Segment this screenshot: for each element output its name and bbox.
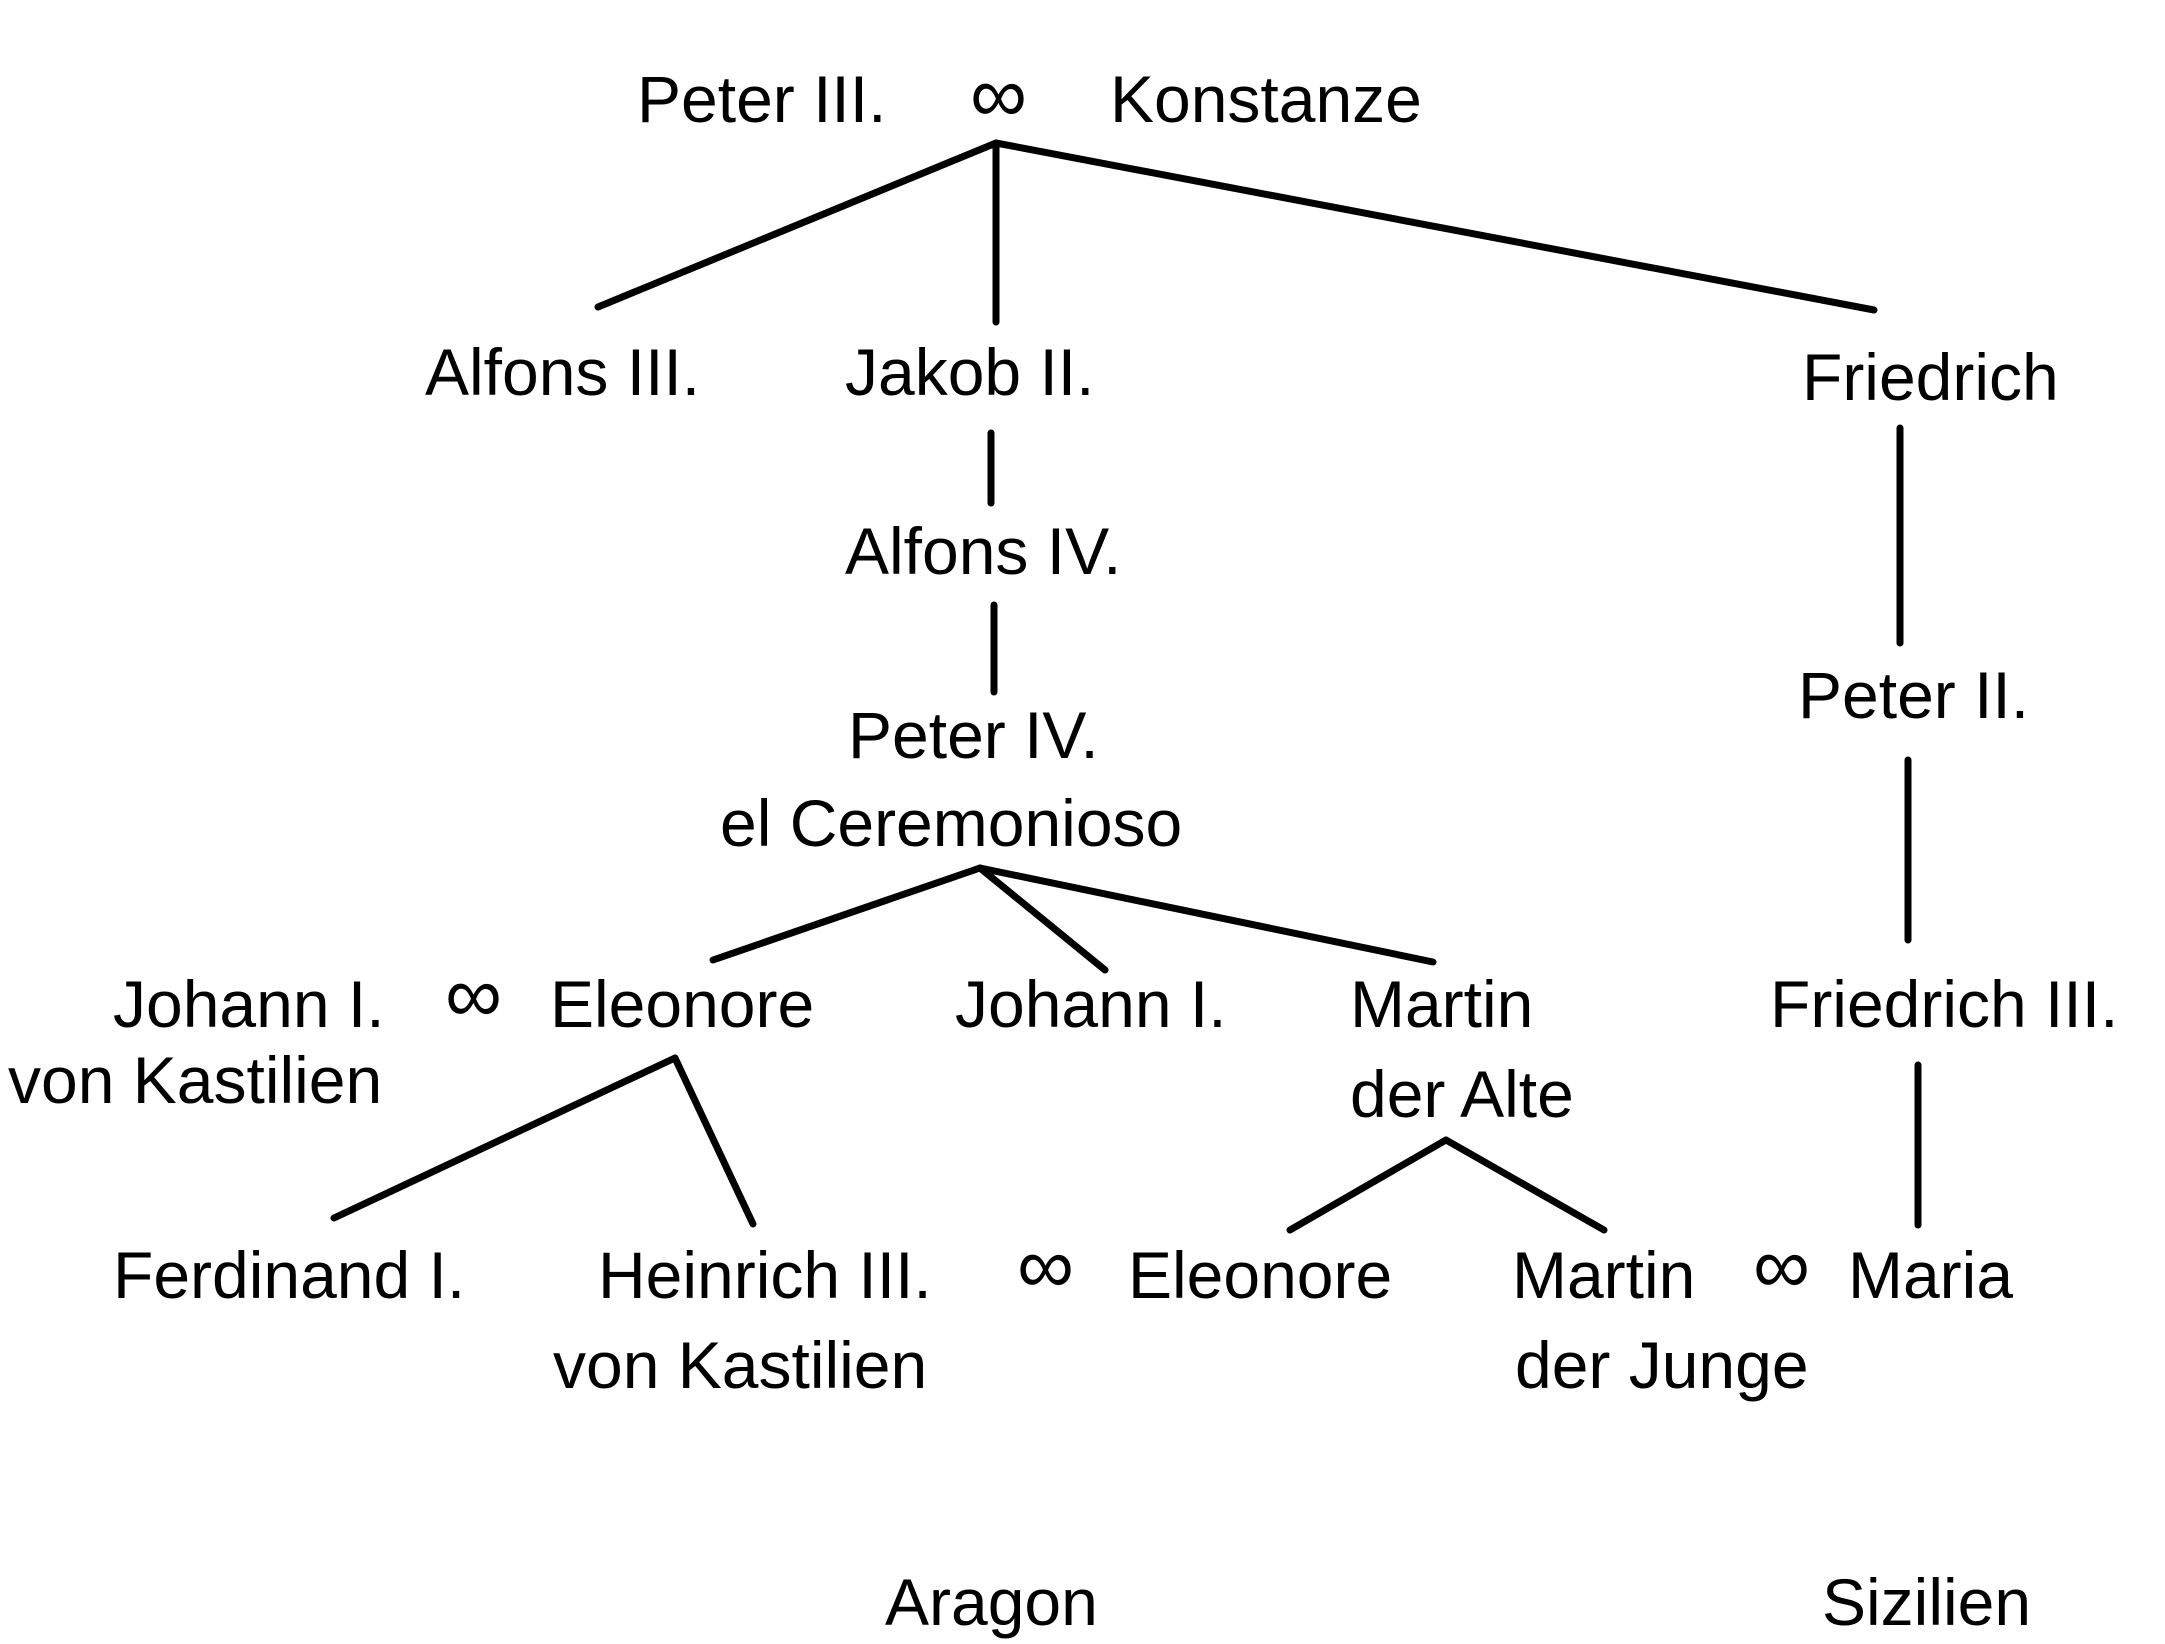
- line-to-martin-junge: [1442, 1136, 1608, 1234]
- martin-der-alte: Martin: [1350, 967, 1533, 1041]
- eleonore: Eleonore: [550, 967, 814, 1041]
- friedrich-iii: Friedrich III.: [1770, 967, 2118, 1041]
- marriage-symbol: ∞: [445, 950, 502, 1039]
- alfons-iv: Alfons IV.: [845, 514, 1121, 588]
- heinrich-iii: Heinrich III.: [598, 1238, 932, 1312]
- marriage-symbol: ∞: [970, 50, 1027, 139]
- martin-der-alte-line2: der Alte: [1350, 1057, 1574, 1131]
- region-sizilien: Sizilien: [1822, 1565, 2031, 1639]
- konstanze: Konstanze: [1110, 62, 1422, 136]
- jakob-ii: Jakob II.: [845, 335, 1094, 409]
- martin-der-junge: Martin: [1512, 1238, 1695, 1312]
- friedrich: Friedrich: [1802, 340, 2059, 414]
- line-to-friedrich: [992, 139, 1878, 314]
- heinrich-iii-line2: von Kastilien: [553, 1328, 927, 1402]
- line-to-eleonore2: [1286, 1136, 1450, 1234]
- johann-i-kastilien: Johann I.: [113, 967, 385, 1041]
- line-to-martin-alte: [976, 864, 1437, 966]
- ferdinand-i: Ferdinand I.: [113, 1238, 465, 1312]
- line-to-ferdinand: [330, 1054, 679, 1222]
- peter-ii: Peter II.: [1798, 658, 2029, 732]
- eleonore-2: Eleonore: [1128, 1238, 1392, 1312]
- maria: Maria: [1848, 1238, 2013, 1312]
- line-to-alfons3: [594, 139, 1000, 311]
- martin-der-junge-line2: der Junge: [1515, 1328, 1809, 1402]
- peter-iii: Peter III.: [637, 62, 886, 136]
- peter-iv: Peter IV.: [848, 698, 1099, 772]
- peter-iv-epithet: el Ceremonioso: [720, 786, 1182, 860]
- johann-i: Johann I.: [955, 967, 1227, 1041]
- line-to-eleonore: [709, 864, 984, 964]
- line-to-heinrich: [671, 1054, 757, 1228]
- johann-i-kastilien-line2: von Kastilien: [8, 1043, 382, 1117]
- marriage-symbol: ∞: [1017, 1221, 1074, 1310]
- region-aragon: Aragon: [885, 1565, 1098, 1639]
- line-to-johann1: [976, 864, 1109, 974]
- marriage-symbol: ∞: [1753, 1221, 1810, 1310]
- alfons-iii: Alfons III.: [425, 335, 700, 409]
